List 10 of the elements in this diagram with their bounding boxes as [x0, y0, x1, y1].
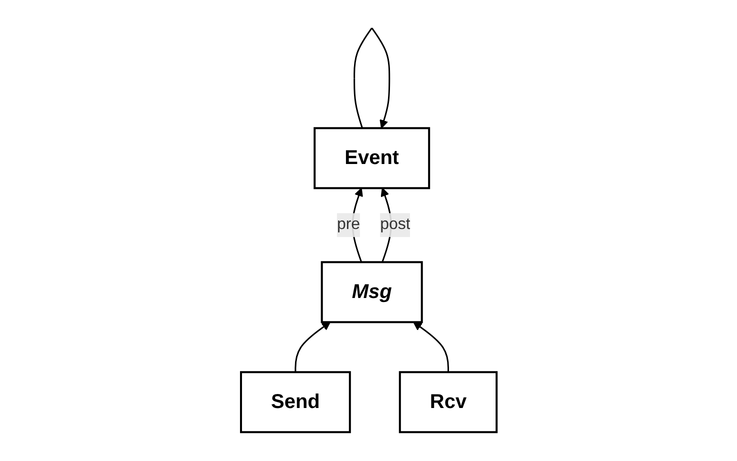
arrow: [412, 322, 449, 373]
node-box: Send: [240, 372, 351, 434]
edge-label: post: [380, 216, 410, 234]
node-box: Msg: [320, 262, 423, 324]
node-box: Rcv: [398, 372, 498, 434]
arrow: [352, 188, 363, 263]
edge-label: pre: [336, 216, 360, 234]
arrow: [294, 322, 330, 373]
arrow: [353, 28, 390, 129]
node-box: Event: [313, 128, 430, 190]
